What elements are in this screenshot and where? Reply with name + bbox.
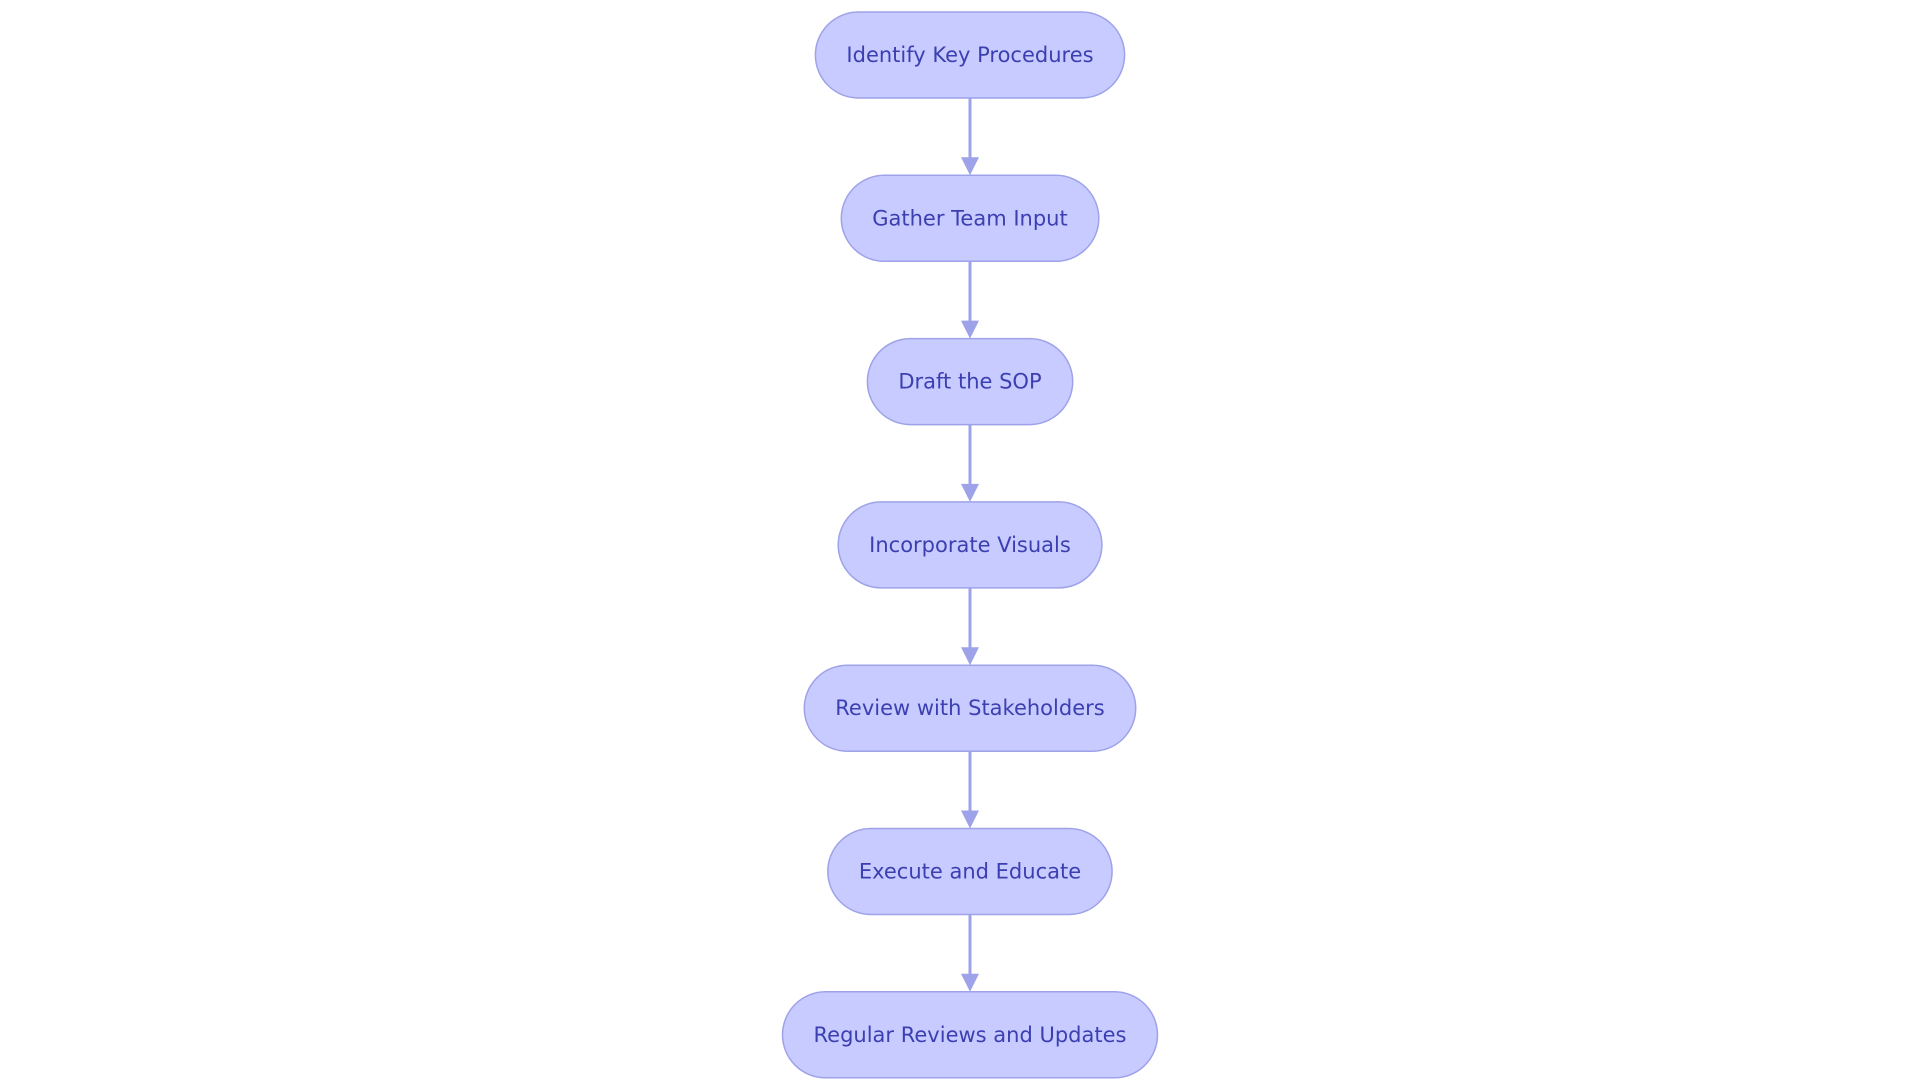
flow-node: Identify Key Procedures bbox=[814, 11, 1126, 99]
node-label: Identify Key Procedures bbox=[846, 43, 1093, 67]
arrowhead-icon bbox=[961, 647, 979, 666]
node-label: Regular Reviews and Updates bbox=[814, 1023, 1127, 1047]
node-shape bbox=[866, 337, 1074, 426]
flow-node: Incorporate Visuals bbox=[837, 501, 1103, 589]
node-label: Incorporate Visuals bbox=[869, 533, 1071, 557]
flow-node: Gather Team Input bbox=[840, 174, 1100, 263]
nodes: Identify Key Procedures Gather Team Inpu… bbox=[781, 11, 1159, 1079]
arrowhead-icon bbox=[961, 810, 979, 829]
node-shape bbox=[803, 664, 1137, 752]
node-shape bbox=[840, 174, 1100, 263]
flow-node: Execute and Educate bbox=[827, 827, 1113, 916]
arrowhead-icon bbox=[961, 320, 979, 339]
node-label: Execute and Educate bbox=[859, 860, 1081, 884]
node-label: Gather Team Input bbox=[872, 206, 1067, 230]
edges bbox=[961, 98, 979, 992]
node-shape bbox=[781, 991, 1159, 1079]
node-shape bbox=[814, 11, 1126, 99]
node-label: Draft the SOP bbox=[898, 370, 1041, 394]
arrowhead-icon bbox=[961, 483, 979, 502]
flow-node: Review with Stakeholders bbox=[803, 664, 1137, 752]
flow-node: Regular Reviews and Updates bbox=[781, 991, 1159, 1079]
node-shape bbox=[827, 827, 1113, 916]
node-label: Review with Stakeholders bbox=[835, 696, 1104, 720]
arrowhead-icon bbox=[961, 157, 979, 176]
node-shape bbox=[837, 501, 1103, 589]
arrowhead-icon bbox=[961, 973, 979, 992]
flow-node: Draft the SOP bbox=[866, 337, 1074, 426]
